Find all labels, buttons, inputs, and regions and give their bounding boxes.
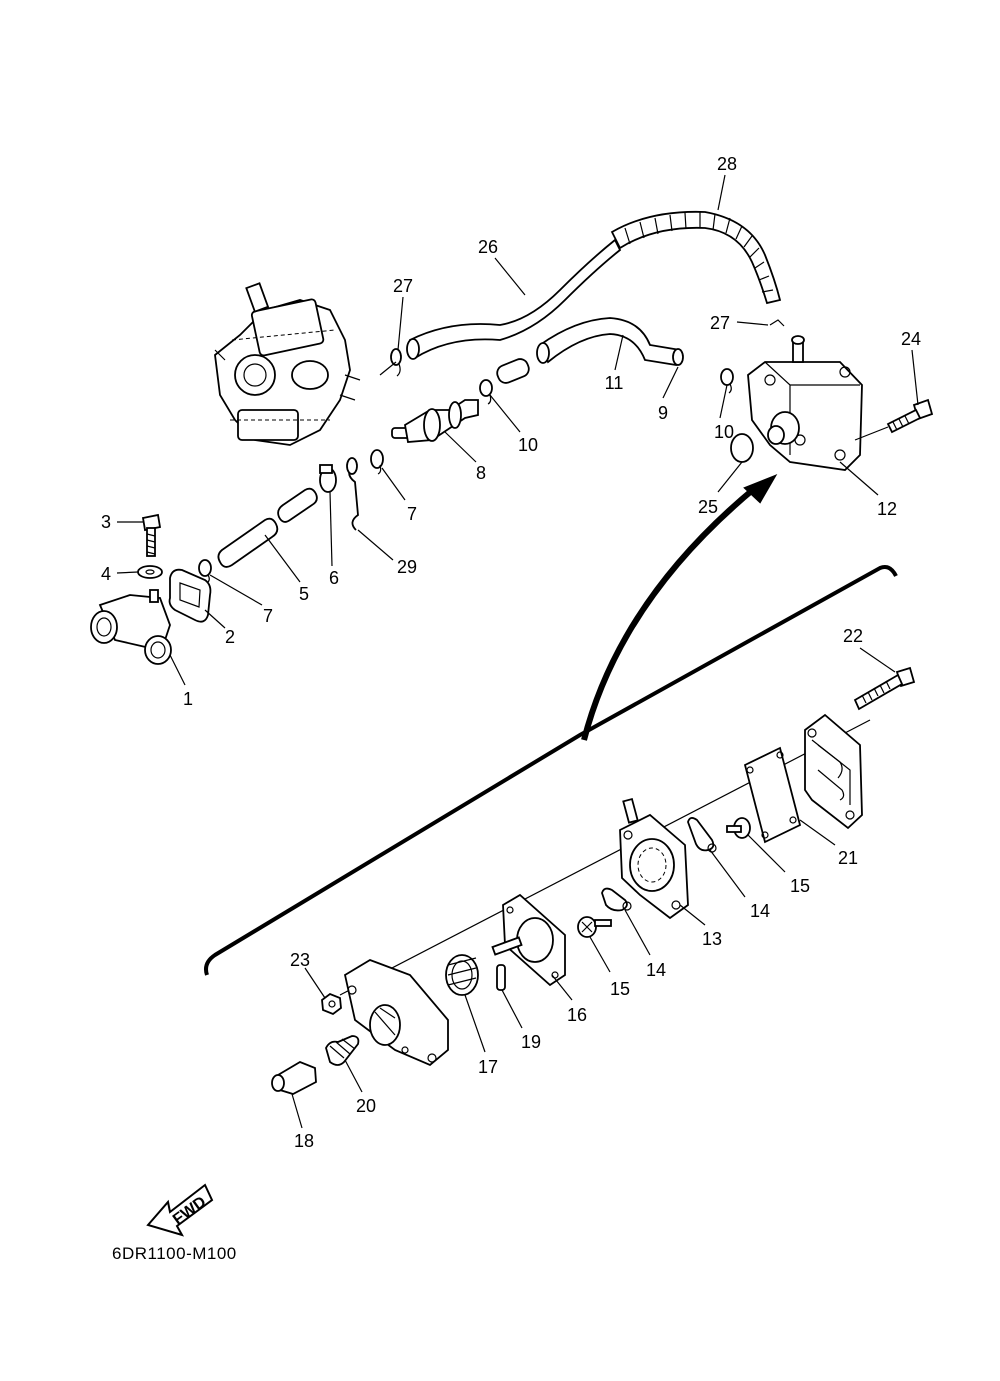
- callout-9: 9: [658, 403, 668, 423]
- valve-14-upper: [687, 817, 717, 853]
- diaphragm-16: [491, 893, 566, 987]
- fuel-hose-5: [217, 487, 318, 568]
- callout-6: 6: [329, 568, 339, 588]
- callout-21: 21: [838, 848, 858, 868]
- leader-lines: [116, 174, 919, 1129]
- callout-15a: 15: [790, 876, 810, 896]
- diaphragm-gasket: [743, 746, 802, 844]
- corrugated-hose-28: [610, 210, 782, 305]
- carburetor-illustration: [214, 282, 361, 446]
- fuel-hose-26: [406, 238, 622, 360]
- callout-14a: 14: [750, 901, 770, 921]
- nut-23: [321, 992, 342, 1016]
- wire-clip-29: [346, 457, 359, 531]
- fuel-hose-11: [536, 317, 684, 367]
- washer-4: [137, 565, 163, 579]
- callout-20: 20: [356, 1096, 376, 1116]
- callout-11: 11: [605, 373, 624, 393]
- callout-29: 29: [397, 557, 417, 577]
- callout-2: 2: [225, 627, 235, 647]
- callout-8: 8: [476, 463, 486, 483]
- callout-17: 17: [478, 1057, 498, 1077]
- section-separator: [204, 565, 898, 976]
- fuel-pump-12: [747, 335, 863, 471]
- o-ring-25: [730, 433, 754, 463]
- callout-7b: 7: [407, 504, 417, 524]
- callout-4: 4: [101, 564, 111, 584]
- callout-13: 13: [702, 929, 722, 949]
- callout-15b: 15: [610, 979, 630, 999]
- assembly-axis: [339, 719, 871, 996]
- assembly-arrow: [581, 473, 778, 741]
- fuel-filter-8: [391, 399, 479, 443]
- callout-18: 18: [294, 1131, 314, 1151]
- callout-24: 24: [901, 329, 921, 349]
- diagram-code: 6DR1100-M100: [112, 1244, 237, 1263]
- callout-25: 25: [698, 497, 718, 517]
- fwd-arrow-icon: FWD: [146, 1183, 214, 1237]
- bolt-22: [853, 666, 916, 711]
- callout-12: 12: [877, 499, 897, 519]
- spring-20: [325, 1035, 360, 1066]
- callout-26: 26: [478, 237, 498, 257]
- pump-base-housing: [343, 959, 449, 1067]
- callout-labels: 1 2 3 4 5 6 7 7 8 9 10 10 11 12 13 14 14…: [101, 154, 921, 1151]
- callout-27a: 27: [393, 276, 413, 296]
- hose-joint: [496, 358, 530, 384]
- callout-23: 23: [290, 950, 310, 970]
- valve-14-lower: [601, 887, 632, 912]
- clip-parts: [198, 319, 785, 584]
- callout-7a: 7: [263, 606, 273, 626]
- pin-19: [496, 964, 506, 991]
- pump-body-13: [619, 797, 689, 920]
- callout-19: 19: [521, 1032, 541, 1052]
- callout-3: 3: [101, 512, 111, 532]
- callout-5: 5: [299, 584, 309, 604]
- bolt-3: [141, 513, 162, 557]
- plunger-18: [271, 1060, 317, 1095]
- callout-16: 16: [567, 1005, 587, 1025]
- callout-10b: 10: [714, 422, 734, 442]
- callout-27b: 27: [710, 313, 730, 333]
- gasket-2: [168, 568, 212, 623]
- screw-15-upper: [726, 817, 751, 839]
- callout-22: 22: [843, 626, 863, 646]
- spring-17: [445, 954, 479, 996]
- callout-10a: 10: [518, 435, 538, 455]
- pump-cover-21: [804, 713, 863, 830]
- callout-28: 28: [717, 154, 737, 174]
- bolt-24: [886, 398, 934, 434]
- callout-14b: 14: [646, 960, 666, 980]
- callout-1: 1: [183, 689, 193, 709]
- hose-clamp-6: [319, 464, 337, 493]
- screw-15-lower: [577, 916, 612, 938]
- fuel-joint-1: [90, 589, 172, 665]
